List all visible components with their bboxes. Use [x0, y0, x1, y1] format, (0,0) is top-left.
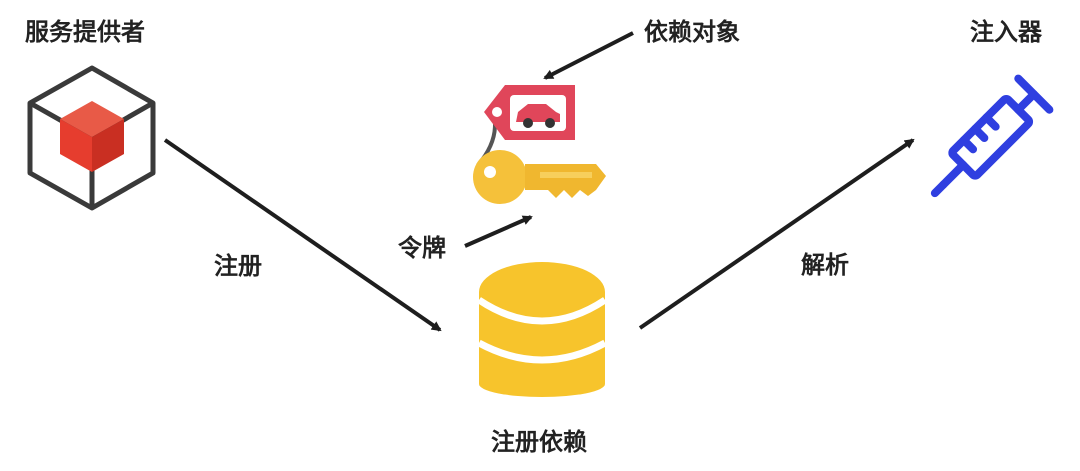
dependency-object-arrow	[543, 31, 634, 80]
token-label: 令牌	[398, 234, 446, 262]
register-dependency-label: 注册依赖	[491, 428, 587, 456]
token-arrow	[464, 215, 533, 248]
resolve-arrow	[638, 138, 915, 330]
cube-icon	[27, 65, 156, 211]
database-icon	[477, 262, 607, 397]
service-provider-label: 服务提供者	[25, 18, 145, 46]
tag-icon	[476, 85, 575, 167]
key-icon	[473, 150, 606, 204]
dependency-object-label: 依赖对象	[644, 18, 740, 46]
injector-label: 注入器	[970, 18, 1042, 46]
register-arrow	[163, 138, 442, 332]
register-label: 注册	[214, 252, 262, 280]
resolve-label: 解析	[801, 251, 849, 279]
syringe-icon	[930, 74, 1054, 198]
